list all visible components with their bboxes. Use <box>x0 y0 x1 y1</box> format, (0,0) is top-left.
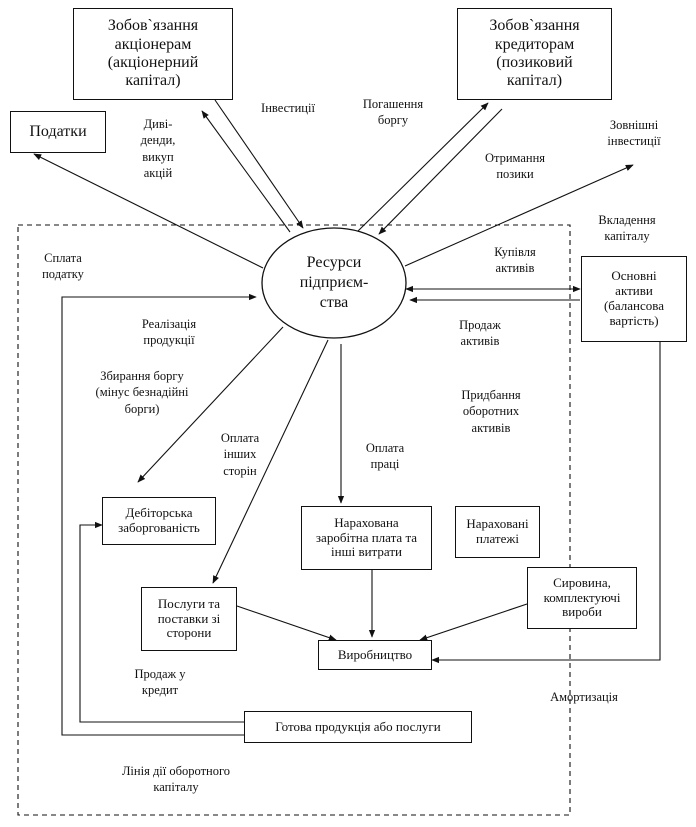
arrow-to-shareholders <box>201 110 291 233</box>
label-asset-purchase: Купівля активів <box>494 245 536 276</box>
accrued-wages-box: Нарахована заробітна плата та інші витра… <box>301 506 432 570</box>
label-working-capital-line: Лінія дії оборотного капіталу <box>121 764 231 795</box>
label-product-sales: Реалізація продукції <box>141 317 197 348</box>
arrow-to-third-party <box>212 339 329 584</box>
arrow-to-receivables <box>137 326 284 483</box>
label-debt-collection: Збирання боргу (мінус безнадійні борги) <box>95 369 189 416</box>
resources-label: Ресурси підприєм- ства <box>299 254 369 311</box>
arrow-depreciation <box>431 342 661 664</box>
creditors-box: Зобов`язання кредиторам (позиковий капіт… <box>457 8 612 100</box>
arrow-to-external-investments <box>404 164 634 267</box>
label-credit-sale: Продаж у кредит <box>134 667 186 698</box>
label-investments: Інвестиції <box>261 101 315 115</box>
label-other-parties-payment: Оплата інших сторін <box>220 431 260 478</box>
label-capital-investment: Вкладення капіталу <box>598 213 656 244</box>
receivables-box: Дебіторська заборгованість <box>102 497 216 545</box>
label-external-investments: Зовнішні інвестиції <box>607 118 661 149</box>
label-dividends: Диві- денди, викуп акцій <box>140 117 176 180</box>
arrow-raw-to-production <box>419 603 528 641</box>
arrow-from-shareholders <box>214 99 304 229</box>
production-box: Виробництво <box>318 640 432 670</box>
arrow-product-sales <box>61 293 257 736</box>
shareholders-box: Зобов`язання акціонерам (акціонерний кап… <box>73 8 233 100</box>
raw-materials-box: Сировина, комплектуючі вироби <box>527 567 637 629</box>
arrow-to-taxes <box>33 153 264 269</box>
label-depreciation: Амортизація <box>550 690 618 704</box>
arrow-credit-sale <box>79 521 244 723</box>
arrow-to-creditors <box>356 102 489 233</box>
label-obtaining-loan: Отримання позики <box>484 151 546 182</box>
fixed-assets-box: Основні активи (балансова вартість) <box>581 256 687 342</box>
label-current-assets-purchase: Придбання оборотних активів <box>461 388 521 435</box>
taxes-box: Податки <box>10 111 106 153</box>
label-asset-sale: Продаж активів <box>459 318 501 349</box>
label-labor-payment: Оплата праці <box>365 441 405 472</box>
label-tax-payment: Сплата податку <box>42 251 84 282</box>
working-capital-boundary <box>17 224 571 816</box>
third-party-box: Послуги та поставки зі сторони <box>141 587 237 651</box>
accrued-payments-box: Нараховані платежі <box>455 506 540 558</box>
label-debt-repayment: Погашення боргу <box>362 97 424 128</box>
arrow-from-creditors <box>378 108 503 235</box>
arrow-third-party-to-production <box>236 605 337 641</box>
finished-goods-box: Готова продукція або послуги <box>244 711 472 743</box>
